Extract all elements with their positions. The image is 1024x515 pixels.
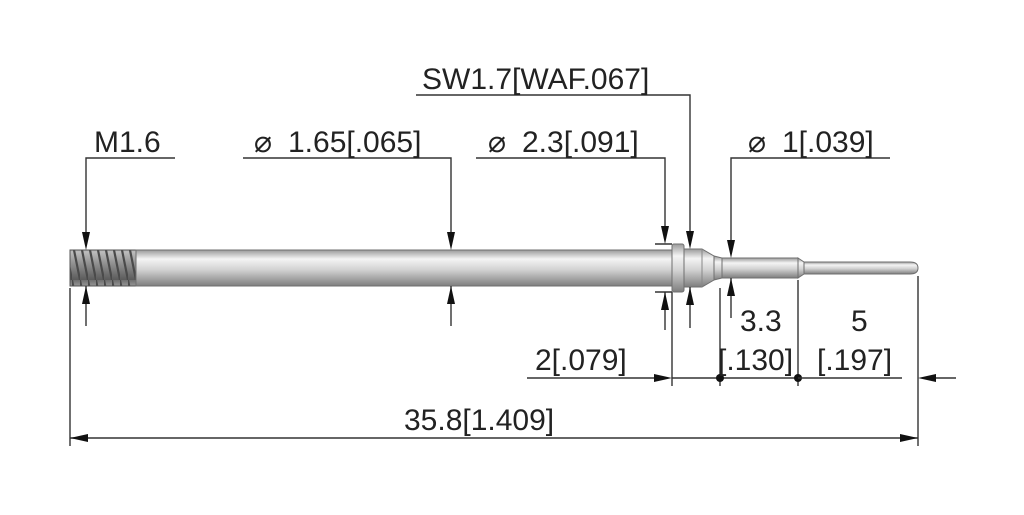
tip-length-in: [.197]	[817, 344, 892, 377]
shaft-diameter-callout: ⌀ 1.65[.065]	[243, 126, 455, 326]
shaft-diameter-label: 1.65[.065]	[288, 126, 421, 159]
collar	[671, 243, 685, 293]
collar-length-label: 2[.079]	[535, 344, 627, 377]
threaded-end	[69, 249, 137, 287]
neck-length-in: [.130]	[718, 344, 793, 377]
tip-diameter-callout: ⌀ 1[.039]	[727, 126, 890, 318]
extension-lines	[69, 276, 919, 446]
neck-length-mm: 3.3	[740, 305, 782, 338]
neck	[721, 257, 799, 279]
neck-length-dimension: 3.3 [.130]	[672, 305, 802, 382]
main-shaft	[135, 249, 673, 287]
wrench-flat-label: SW1.7[WAF.067]	[422, 63, 649, 96]
taper	[713, 255, 723, 281]
test-probe-part	[69, 243, 919, 293]
collar-length-dimension: 2[.079]	[527, 344, 672, 382]
thread-callout: M1.6	[82, 126, 175, 326]
overall-length-dimension: 35.8[1.409]	[70, 404, 918, 442]
tip-diameter-label: 1[.039]	[782, 126, 874, 159]
shaft-diameter-symbol: ⌀	[254, 126, 272, 159]
tip-length-mm: 5	[851, 305, 868, 338]
collar-diameter-callout: ⌀ 2.3[.091]	[476, 126, 672, 330]
wrench-flat-callout: SW1.7[WAF.067]	[416, 63, 694, 328]
tip	[803, 261, 919, 275]
collar-diameter-symbol: ⌀	[488, 126, 506, 159]
hex-nut	[683, 248, 715, 288]
neck-taper	[797, 257, 805, 279]
overall-length-label: 35.8[1.409]	[404, 404, 554, 437]
tip-length-dimension: 5 [.197]	[798, 305, 956, 382]
thread-label: M1.6	[94, 126, 161, 159]
tip-diameter-symbol: ⌀	[748, 126, 766, 159]
collar-diameter-label: 2.3[.091]	[522, 126, 639, 159]
